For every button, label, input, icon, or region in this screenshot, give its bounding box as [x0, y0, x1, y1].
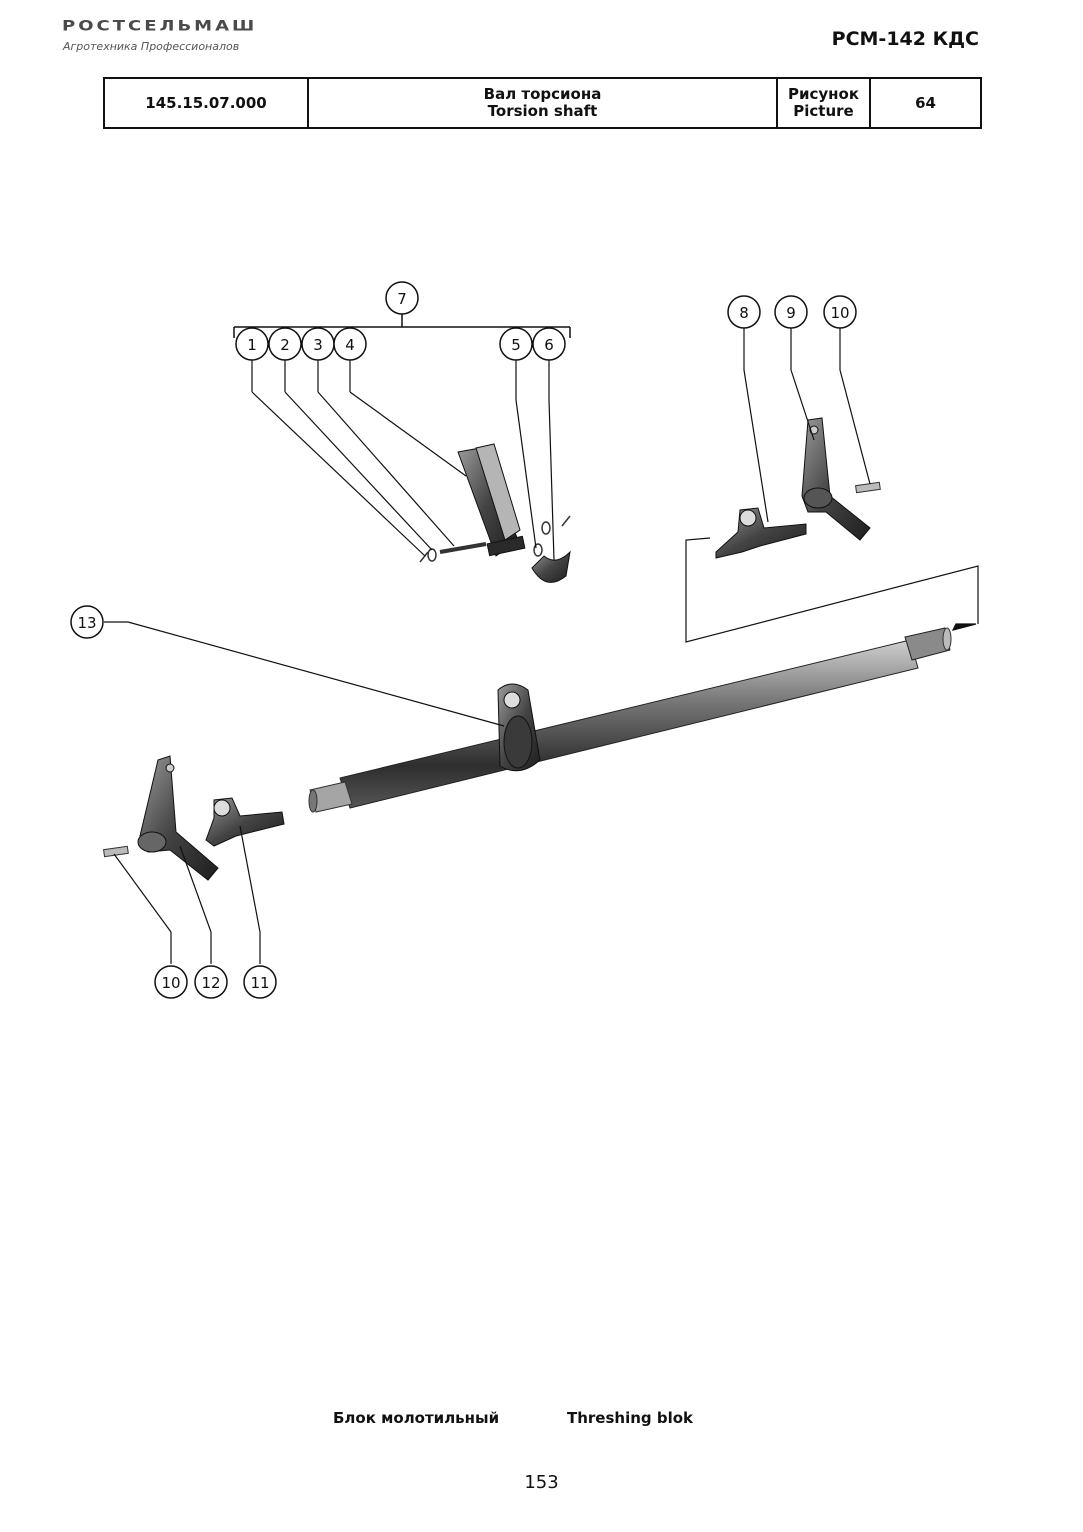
callout-12: 12 [194, 965, 228, 999]
callout-8: 8 [727, 295, 761, 329]
left-lever-12 [137, 755, 219, 881]
title-block: 145.15.07.000 Вал торсиона Torsion shaft… [103, 77, 982, 129]
callout-13: 13 [70, 605, 104, 639]
callout-9: 9 [774, 295, 808, 329]
part-name-en: Torsion shaft [487, 102, 598, 120]
svg-text:2: 2 [280, 336, 290, 354]
right-key-10 [854, 481, 881, 494]
svg-text:13: 13 [77, 614, 96, 632]
svg-text:12: 12 [201, 974, 220, 992]
right-lever-9 [801, 417, 871, 541]
callout-6: 6 [532, 327, 566, 361]
picture-number-cell: 64 [869, 77, 982, 129]
assembly-path-lines [685, 537, 979, 643]
callout-2: 2 [268, 327, 302, 361]
svg-text:8: 8 [739, 304, 749, 322]
callout-1: 1 [235, 327, 269, 361]
left-support-11 [205, 797, 285, 847]
svg-text:11: 11 [250, 974, 269, 992]
section-name-en: Threshing blok [567, 1409, 694, 1427]
page-number: 153 [524, 1472, 559, 1493]
callout-3: 3 [301, 327, 335, 361]
callout-11: 11 [243, 965, 277, 999]
callout-4: 4 [333, 327, 367, 361]
picture-label-en: Picture [793, 102, 854, 120]
part-name-cell: Вал торсиона Torsion shaft [307, 77, 778, 129]
right-support-8 [715, 507, 807, 559]
callout-10-left: 10 [154, 965, 188, 999]
svg-text:10: 10 [161, 974, 180, 992]
svg-text:5: 5 [511, 336, 521, 354]
svg-text:9: 9 [786, 304, 796, 322]
logo-subtitle: Агротехника Профессионалов [63, 40, 240, 53]
svg-text:10: 10 [830, 304, 849, 322]
model-name: РСМ-142 КДС [831, 28, 979, 50]
callout-5: 5 [499, 327, 533, 361]
part-number: 145.15.07.000 [145, 93, 267, 112]
picture-number: 64 [915, 93, 936, 112]
part-name-ru: Вал торсиона [483, 85, 602, 103]
clevis-assembly-7 [419, 443, 571, 583]
part-number-cell: 145.15.07.000 [103, 77, 309, 129]
assembly-7-bracket [233, 313, 571, 338]
svg-text:1: 1 [247, 336, 257, 354]
left-key-10 [102, 845, 129, 858]
picture-label-ru: Рисунок [787, 85, 860, 103]
svg-text:6: 6 [544, 336, 554, 354]
picture-label-cell: Рисунок Picture [776, 77, 871, 129]
svg-text:7: 7 [397, 290, 407, 308]
svg-text:3: 3 [313, 336, 323, 354]
torsion-shaft [308, 627, 952, 813]
logo-wordmark: РОСТСЕЛЬМАШ [62, 18, 258, 35]
shaft-bracket-13 [497, 683, 541, 772]
svg-text:4: 4 [345, 336, 355, 354]
brand-logo: РОСТСЕЛЬМАШ Агротехника Профессионалов [62, 18, 312, 58]
callout-10-right: 10 [823, 295, 857, 329]
leader-lines [104, 328, 871, 964]
section-name-ru: Блок молотильный [333, 1409, 500, 1427]
callout-7: 7 [385, 281, 419, 315]
